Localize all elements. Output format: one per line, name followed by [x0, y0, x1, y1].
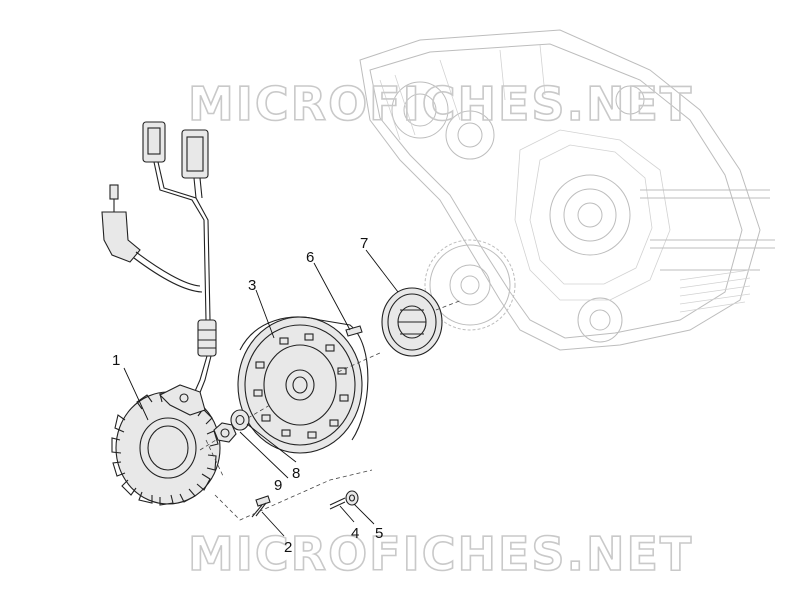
leader-lines: [123, 249, 399, 537]
callout-5: 5: [375, 525, 383, 542]
part-1-stator: [111, 384, 221, 506]
callout-3: 3: [248, 277, 256, 294]
part-4-screw: [329, 497, 346, 510]
wiring-harness: [101, 121, 217, 401]
part-2-screw: [251, 495, 271, 518]
engine-case-drawing: [359, 29, 775, 351]
assembly-axis-lines: [199, 299, 463, 521]
part-6-woodruff-key: [345, 325, 363, 337]
part-7-freewheel: [381, 287, 443, 357]
callout-2: 2: [284, 539, 292, 556]
callout-7: 7: [360, 235, 368, 252]
part-9-nut: [213, 422, 237, 443]
callout-4: 4: [351, 525, 359, 542]
watermark-bottom: MICROFICHES.NET: [188, 527, 693, 581]
part-3-flywheel: [237, 316, 369, 454]
callout-9: 9: [274, 477, 282, 494]
part-8-washer: [230, 409, 250, 431]
callout-1: 1: [112, 352, 120, 369]
part-5-washer: [345, 490, 359, 506]
callout-6: 6: [306, 249, 314, 266]
watermark-top: MICROFICHES.NET: [188, 77, 693, 131]
callout-8: 8: [292, 465, 300, 482]
